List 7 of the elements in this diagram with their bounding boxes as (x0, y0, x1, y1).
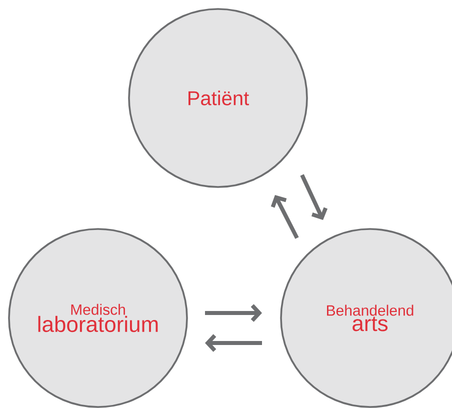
arrow (270, 195, 299, 239)
arrow (205, 334, 262, 352)
arrow (205, 304, 262, 322)
circle-node: Medisch laboratorium (8, 228, 188, 408)
circle-node: Patiënt (128, 8, 308, 188)
arrow (300, 174, 328, 220)
circle-node: Behandelend arts (280, 228, 452, 408)
